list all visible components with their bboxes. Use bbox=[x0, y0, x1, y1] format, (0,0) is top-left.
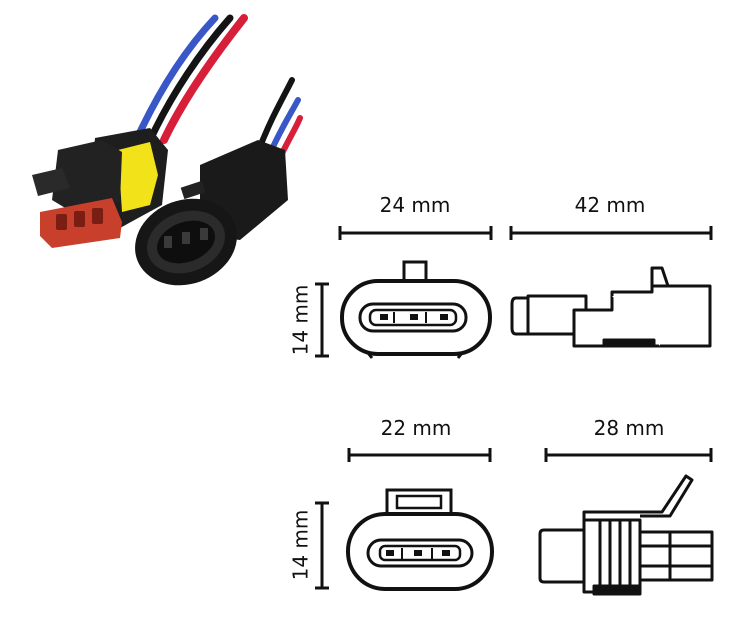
female-wires bbox=[136, 14, 248, 144]
female-side-view bbox=[538, 474, 714, 596]
dim-female-width bbox=[347, 448, 492, 462]
dim-male-width bbox=[338, 226, 493, 240]
label-male-length: 42 mm bbox=[575, 193, 646, 217]
male-side-view bbox=[510, 266, 712, 348]
label-female-length: 28 mm bbox=[594, 416, 665, 440]
male-connector-photo bbox=[135, 140, 288, 286]
label-male-height: 14 mm bbox=[289, 285, 313, 356]
dim-female-length bbox=[544, 448, 713, 462]
female-front-view bbox=[346, 488, 494, 591]
dim-male-height bbox=[315, 282, 329, 358]
dim-female-height bbox=[315, 501, 329, 590]
connector-photo bbox=[32, 14, 303, 286]
label-female-width: 22 mm bbox=[381, 416, 452, 440]
label-male-width: 24 mm bbox=[380, 193, 451, 217]
dim-male-length bbox=[509, 226, 713, 240]
label-female-height: 14 mm bbox=[289, 510, 313, 581]
female-connector-photo bbox=[32, 128, 168, 248]
male-front-view bbox=[340, 260, 492, 359]
